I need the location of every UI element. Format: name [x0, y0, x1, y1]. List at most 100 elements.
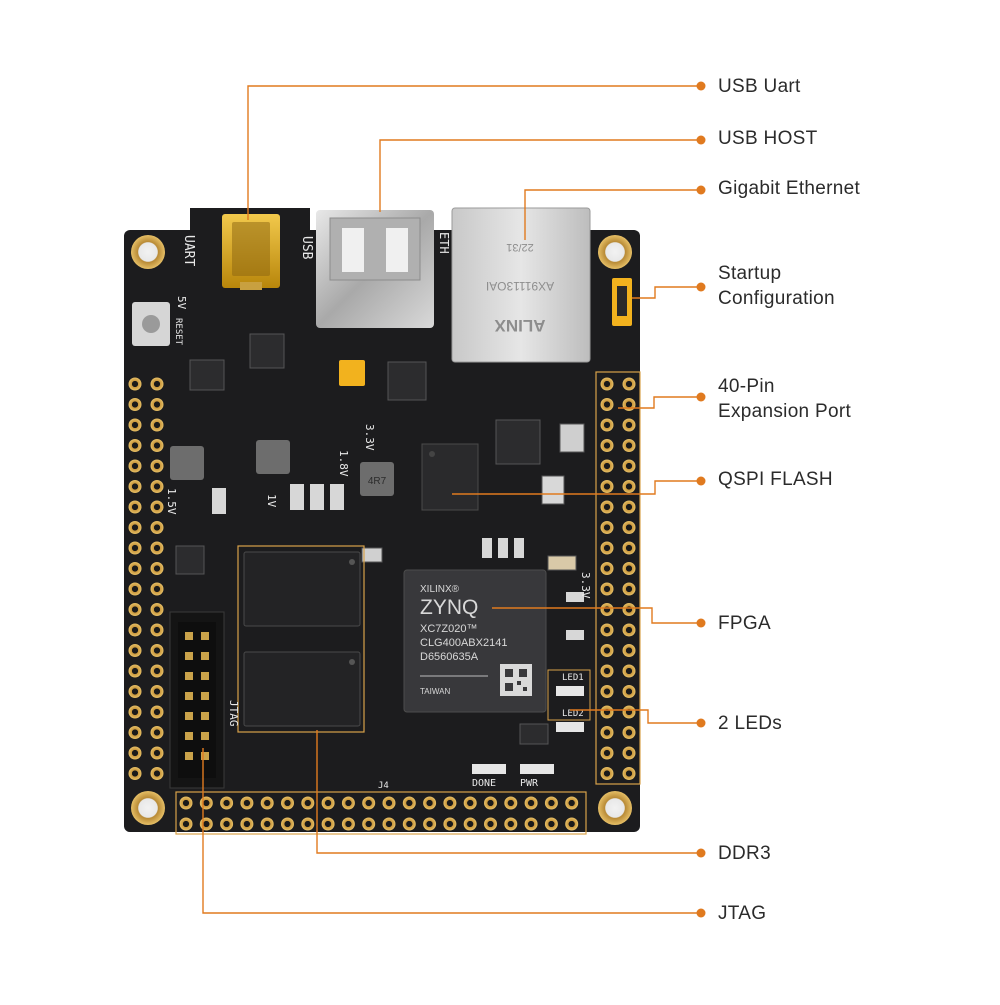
header-pin	[622, 480, 636, 493]
fpga-brand: XILINX®	[420, 584, 460, 595]
callout-fpga: FPGA	[718, 613, 771, 634]
leader-2-leds-dot	[696, 718, 706, 728]
leader-expansion-port-dot	[696, 392, 706, 402]
header-pin	[622, 541, 636, 555]
fpga-qr-code	[500, 664, 532, 696]
jtag-pin	[185, 652, 193, 660]
callout-startup-configuration: Startup Configuration	[718, 263, 835, 309]
leader-usb-uart	[247, 85, 700, 220]
ddr3-chip-2	[243, 651, 361, 727]
header-pin	[423, 796, 437, 810]
header-pin	[600, 746, 614, 760]
header-pin	[150, 459, 164, 473]
header-pin	[402, 817, 416, 831]
header-pin	[622, 726, 636, 739]
header-pin	[281, 817, 294, 831]
header-pin	[150, 377, 164, 391]
inductor-mark: 4R7	[368, 476, 387, 487]
header-pin	[600, 418, 614, 432]
right-expansion-header	[595, 371, 641, 785]
header-pin	[544, 796, 558, 810]
header-pin	[600, 685, 614, 698]
silk-done: DONE	[472, 778, 496, 789]
header-pin	[128, 685, 142, 698]
header-pin	[128, 705, 142, 719]
header-pin	[128, 582, 142, 596]
header-pin	[128, 541, 142, 555]
header-pin	[179, 817, 193, 831]
qspi-flash-chip	[421, 443, 479, 511]
eth-brand-text: ALINX	[494, 316, 546, 335]
header-pin	[150, 398, 164, 411]
silk-led2: LED2	[562, 709, 584, 719]
header-pin	[600, 767, 614, 780]
header-pin	[150, 582, 164, 596]
callout-ddr3: DDR3	[718, 843, 771, 864]
header-pin	[260, 817, 274, 831]
jtag-pin	[201, 732, 209, 740]
header-pin	[423, 817, 437, 831]
eth-part-text: AX91113OAI	[486, 279, 554, 293]
header-pin	[150, 418, 164, 432]
header-pin	[150, 541, 164, 555]
header-pin	[600, 582, 614, 596]
leader-expansion-port	[618, 396, 700, 409]
header-pin	[622, 521, 636, 534]
header-pin	[150, 480, 164, 493]
jtag-pin	[185, 732, 193, 740]
left-expansion-header	[128, 377, 164, 780]
header-pin	[128, 398, 142, 411]
header-pin	[622, 377, 636, 391]
header-pin	[622, 644, 636, 657]
header-pin	[150, 767, 164, 780]
done-led	[472, 764, 506, 774]
header-pin	[600, 459, 614, 473]
header-pin	[443, 817, 457, 831]
silk-led1: LED1	[562, 673, 584, 683]
silk-33v-top: 3.3V	[363, 424, 376, 451]
header-pin	[382, 817, 396, 831]
header-pin	[341, 796, 355, 810]
header-pin	[260, 796, 274, 810]
reset-button	[132, 302, 170, 346]
led-1	[556, 686, 584, 696]
header-pin	[220, 796, 234, 810]
header-pin	[622, 746, 636, 760]
header-pin	[150, 705, 164, 719]
header-pin	[600, 480, 614, 493]
inductor-1	[170, 446, 204, 480]
ethernet-rj45-connector: ALINX AX91113OAI 22/31	[451, 207, 591, 363]
header-pin	[600, 664, 614, 678]
header-pin	[128, 767, 142, 780]
header-pin	[600, 603, 614, 616]
mount-hole-bottom-left	[131, 791, 165, 825]
jtag-pin	[185, 712, 193, 720]
header-pin	[524, 796, 538, 810]
header-pin	[341, 817, 355, 831]
fpga-part: XC7Z020™	[420, 623, 477, 635]
header-pin	[600, 644, 614, 657]
silk-j4: J4	[378, 781, 389, 791]
header-pin	[220, 817, 234, 831]
header-pin	[600, 623, 614, 637]
header-pin	[362, 817, 376, 831]
jtag-pin	[185, 632, 193, 640]
header-pin	[565, 796, 579, 810]
header-pin	[622, 623, 636, 637]
silk-jtag: JTAG	[227, 700, 240, 727]
callout-usb-uart: USB Uart	[718, 76, 801, 97]
header-pin	[150, 664, 164, 678]
header-pin	[484, 817, 497, 831]
leader-fpga-dot	[696, 618, 706, 628]
header-pin	[128, 500, 142, 514]
header-pin	[600, 439, 614, 452]
leader-qspi-flash	[452, 480, 700, 495]
header-pin	[301, 817, 315, 831]
jtag-pin	[185, 752, 193, 760]
header-pin	[128, 418, 142, 432]
leader-2-leds	[570, 709, 700, 724]
header-pin	[600, 500, 614, 514]
pwr-led	[520, 764, 554, 774]
leader-ddr3	[316, 730, 700, 854]
header-pin	[240, 796, 254, 810]
